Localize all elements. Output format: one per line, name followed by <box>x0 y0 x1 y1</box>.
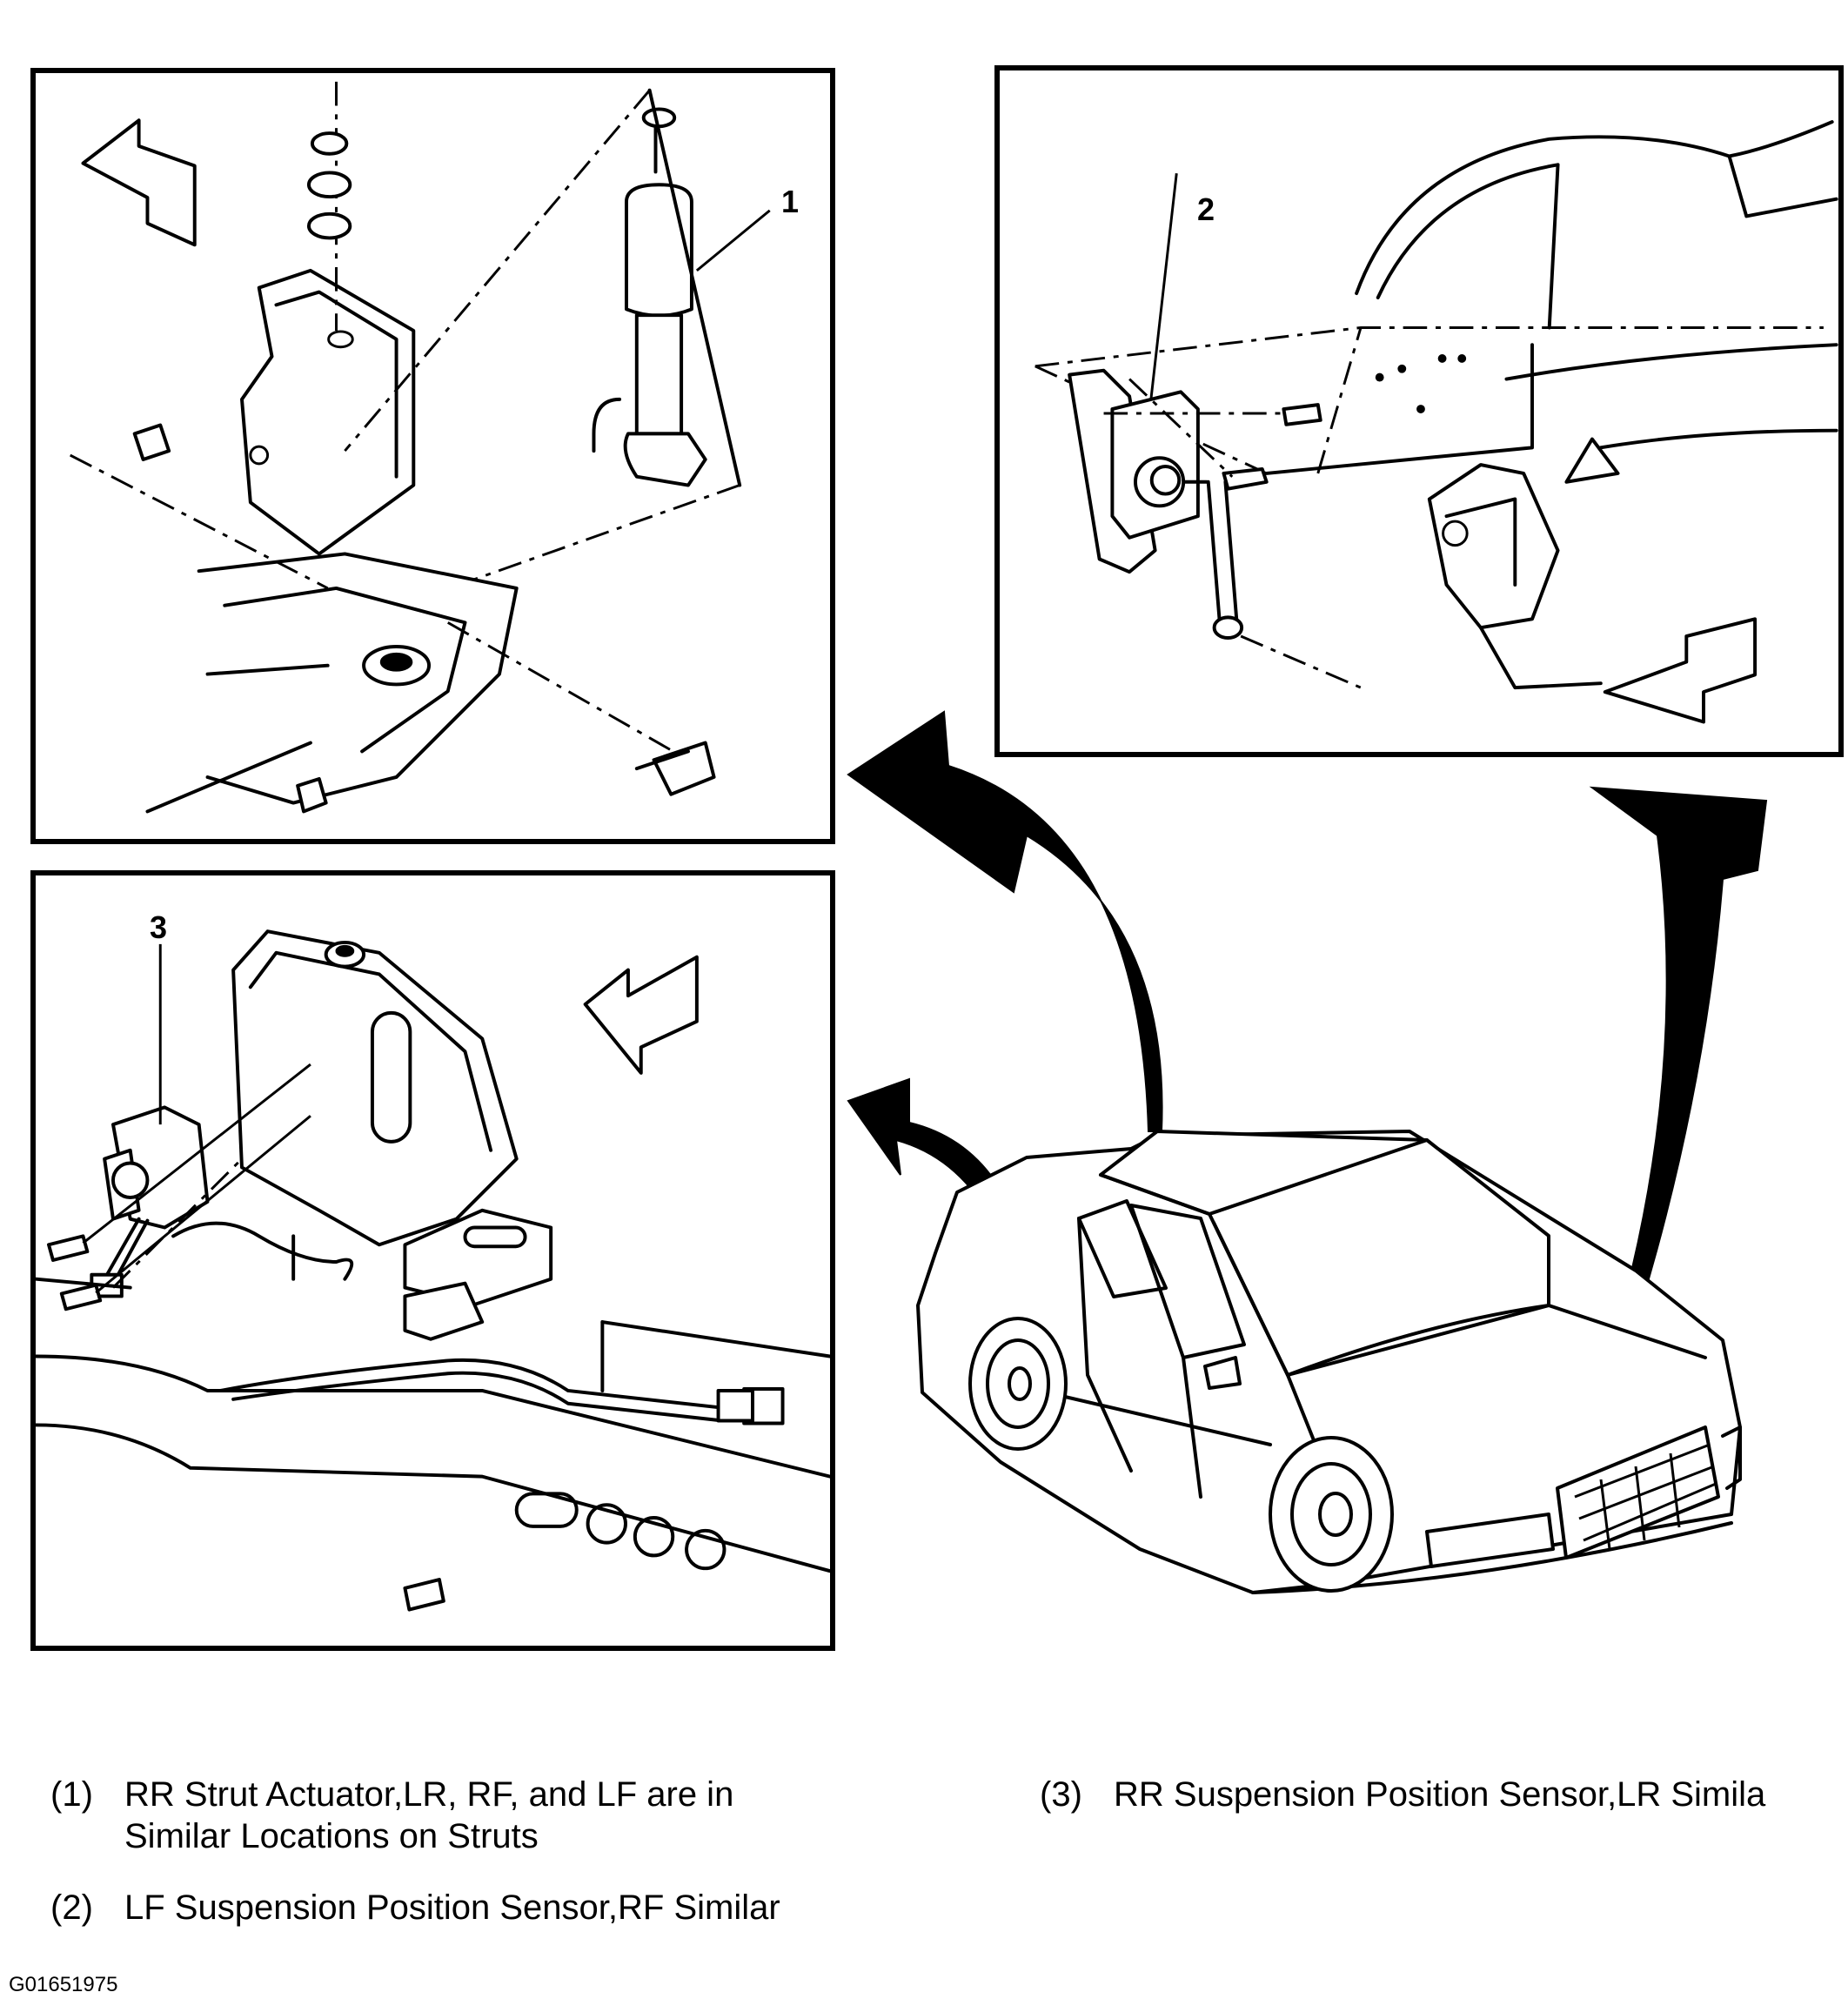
direction-arrow-icon <box>583 955 699 1075</box>
strut-actuator-drawing <box>70 81 771 814</box>
legend-number: (3) <box>1040 1775 1082 1814</box>
figure-id: G01651975 <box>9 1973 118 1996</box>
legend-number: (1) <box>50 1775 93 1814</box>
direction-arrow-icon <box>81 118 197 247</box>
legend-number: (2) <box>50 1888 93 1927</box>
legend-text: RR Suspension Position Sensor,LR Simila <box>1114 1775 1766 1814</box>
pointer-arrow-icon <box>847 710 1163 1132</box>
legend-text: RR Strut Actuator,LR, RF, and LF are in … <box>124 1774 733 1857</box>
pointer-arrow-icon <box>1589 786 1768 1324</box>
pointer-arrow-icon <box>847 1077 1037 1306</box>
rear-sensor-drawing <box>36 929 830 1612</box>
vehicle-icon <box>916 1130 1742 1594</box>
callout-2: 2 <box>1197 191 1215 227</box>
legend-line: Similar Locations on Struts <box>124 1817 539 1855</box>
direction-arrow-icon <box>1603 617 1758 724</box>
rear-sensor-panel: 3 <box>30 870 835 1651</box>
front-sensor-drawing <box>1034 120 1838 724</box>
callout-3: 3 <box>150 909 168 945</box>
legend-text: LF Suspension Position Sensor,RF Similar <box>124 1888 780 1927</box>
front-sensor-panel: 2 <box>994 65 1844 757</box>
callout-1: 1 <box>781 184 800 219</box>
legend-line: RR Strut Actuator,LR, RF, and LF are in <box>124 1775 734 1814</box>
strut-actuator-panel: 1 <box>30 68 835 844</box>
